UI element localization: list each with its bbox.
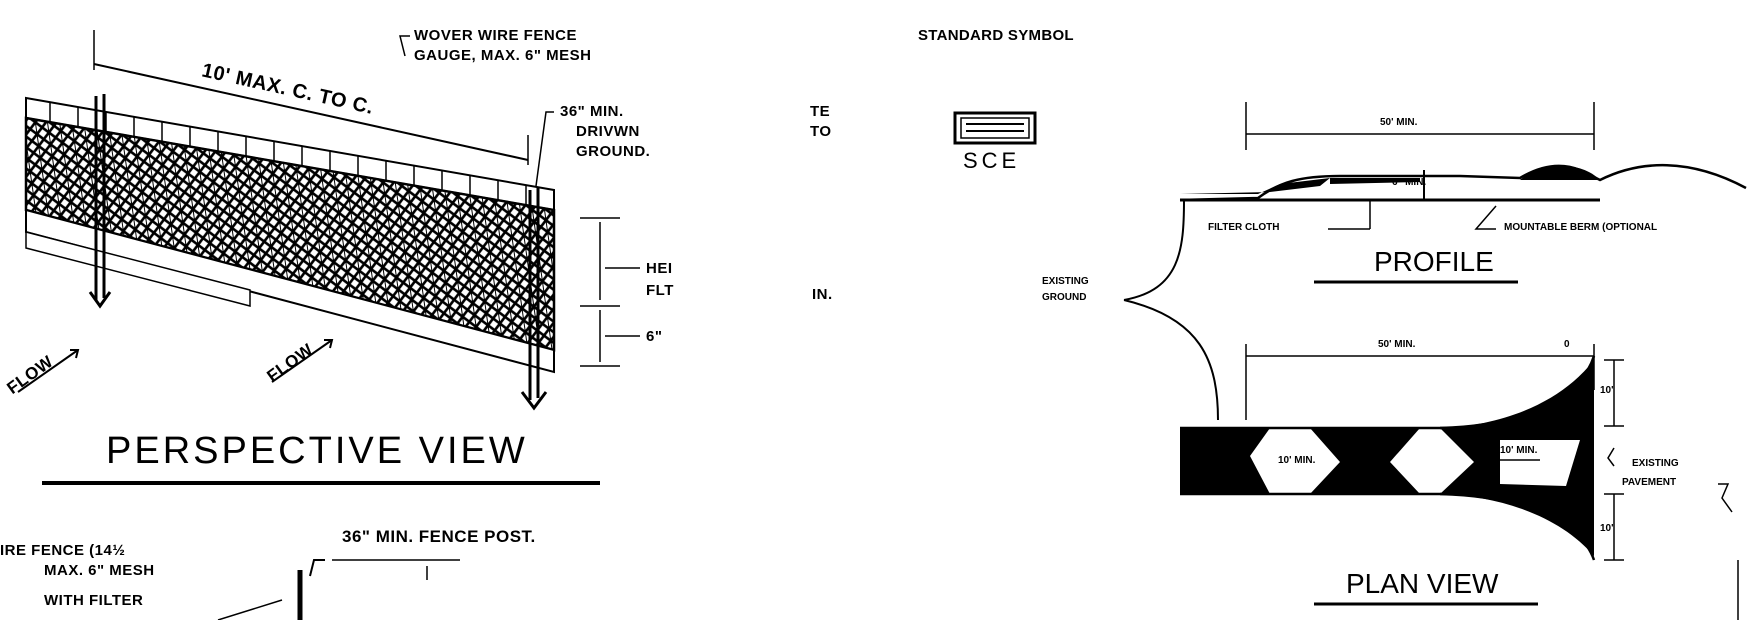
pavement-label-line2: PAVEMENT bbox=[1622, 477, 1677, 488]
height-note-line1: HEI bbox=[646, 260, 673, 277]
height-note-line2: FLT bbox=[646, 282, 674, 299]
plan-view bbox=[1180, 344, 1739, 620]
perspective-view bbox=[17, 30, 640, 485]
plan-title: PLAN VIEW bbox=[1346, 568, 1499, 599]
post-note-line3: GROUND. bbox=[576, 143, 651, 160]
post-note-line1-tail: TE bbox=[810, 103, 831, 120]
post-note-line1: 36" MIN. bbox=[560, 103, 624, 120]
section-post-note: 36" MIN. FENCE POST. bbox=[342, 527, 536, 546]
section-detail bbox=[217, 559, 460, 620]
berm-label: MOUNTABLE BERM (OPTIONAL bbox=[1504, 222, 1658, 233]
fence-posts bbox=[88, 94, 548, 411]
depth-note: 6" bbox=[646, 328, 663, 345]
ground-label-line2: GROUND bbox=[1042, 292, 1087, 303]
plan-end-label: 0 bbox=[1564, 339, 1570, 350]
height-note-line2-tail: IN. bbox=[812, 286, 833, 303]
profile-length-label: 50' MIN. bbox=[1380, 117, 1418, 128]
fence-note-line1: WOVER WIRE FENCE bbox=[414, 27, 578, 44]
filter-cloth-label: FILTER CLOTH bbox=[1208, 222, 1280, 233]
spacing-dimension-line bbox=[93, 63, 529, 161]
ground-label-line1: EXISTING bbox=[1042, 276, 1089, 287]
gravel-fill bbox=[1180, 428, 1270, 494]
section-fence-note-line1: IRE FENCE (14½ bbox=[0, 542, 126, 559]
post-note-line2: DRIVWN bbox=[576, 123, 640, 140]
existing-ground-leaders bbox=[1123, 199, 1219, 421]
post-note-line2-tail: TO bbox=[810, 123, 832, 140]
profile-title: PROFILE bbox=[1374, 246, 1494, 277]
plan-length-label: 50' MIN. bbox=[1378, 339, 1416, 350]
height-dimension bbox=[580, 217, 640, 367]
flow-arrows bbox=[17, 339, 334, 393]
radius-top-label: 10' bbox=[1600, 385, 1614, 396]
mesh-ticks bbox=[49, 102, 527, 206]
symbol-code: SCE bbox=[963, 148, 1021, 173]
profile-thickness-label: 6" MIN. bbox=[1392, 177, 1427, 188]
profile-view bbox=[1179, 102, 1747, 284]
perspective-title: PERSPECTIVE VIEW bbox=[106, 430, 528, 472]
section-fence-note-line2: MAX. 6" MESH bbox=[44, 562, 155, 579]
plan-width-left-label: 10' MIN. bbox=[1278, 455, 1316, 466]
standard-symbol-heading: STANDARD SYMBOL bbox=[918, 27, 1074, 44]
pavement-label-line1: EXISTING bbox=[1632, 458, 1679, 469]
plan-width-right-label: 10' MIN. bbox=[1500, 445, 1538, 456]
standard-symbol bbox=[953, 111, 1037, 145]
profile-ground-line bbox=[1179, 163, 1747, 202]
fence-buried-band bbox=[25, 208, 555, 374]
mountable-berm bbox=[1520, 165, 1600, 180]
section-fence-note-line3: WITH FILTER bbox=[44, 592, 144, 609]
radius-bottom-label: 10' bbox=[1600, 523, 1614, 534]
fence-note-line2: GAUGE, MAX. 6" MESH bbox=[414, 47, 592, 64]
